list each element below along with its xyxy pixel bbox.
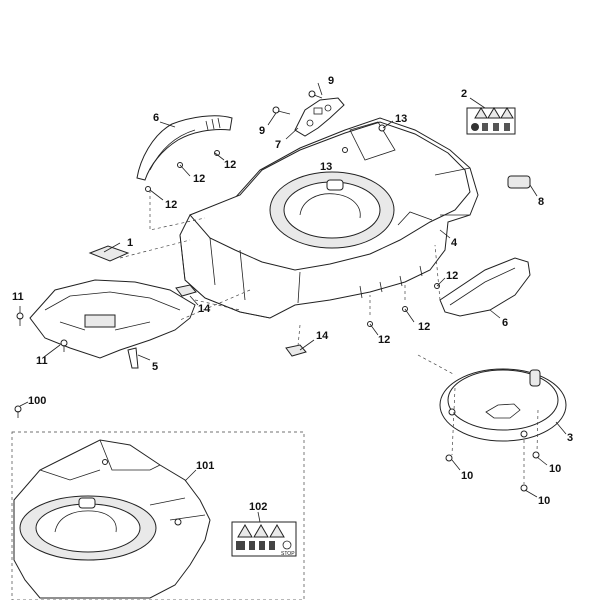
callout-100: 100 [28,395,46,407]
warning-decal-part-2 [466,107,516,135]
callout-11-top: 11 [12,291,24,303]
callout-numbers: 6 12 12 12 9 9 7 13 13 2 8 4 1 12 12 12 … [12,75,573,513]
callout-4: 4 [451,237,458,249]
screws-part-10 [445,451,540,492]
clip-part-14-right [285,344,307,357]
stop-label: STOP [281,551,295,557]
callout-12-right-top: 12 [446,270,458,282]
callout-14-right: 14 [316,330,329,342]
callout-102: 102 [249,501,267,513]
handle-cover-part-6-right [439,257,531,317]
callout-12-right-low: 12 [378,334,390,346]
grommet-part-8 [507,175,531,189]
screws-part-11 [16,312,68,352]
warning-decal-part-102: STOP [231,521,297,557]
callout-12-top-left: 12 [165,199,177,211]
callout-5: 5 [152,361,158,373]
callout-9-top: 9 [328,75,334,87]
callout-10-left: 10 [461,470,473,482]
callout-13-deck: 13 [320,161,332,173]
callout-12-top-mid: 12 [193,173,205,185]
mower-deck-part-4 [179,117,479,319]
callout-101: 101 [196,460,214,472]
callout-2: 2 [461,88,467,100]
callout-7: 7 [275,139,281,151]
clip-part-14-left [175,284,197,297]
callout-14-left: 14 [198,303,211,315]
callout-9-left: 9 [259,125,265,137]
assembly-lines [119,190,539,484]
callout-8: 8 [538,196,544,208]
callout-6-right: 6 [502,317,508,329]
lower-cover-part-5 [29,279,196,369]
callout-11-bottom: 11 [36,355,48,367]
callout-10-right: 10 [549,463,561,475]
screw-part-100 [14,405,22,418]
callout-6-left: 6 [153,112,159,124]
screw-part-9-top [308,90,323,99]
screw-part-9-left [272,106,291,115]
bracket-part-7 [294,97,345,137]
plate-part-1 [88,245,130,262]
callout-1: 1 [127,237,133,249]
callout-12-top-right: 12 [224,159,236,171]
baffle-plate-part-3 [439,368,567,442]
callout-13-top: 13 [395,113,407,125]
mower-deck-part-101 [13,439,211,599]
callout-12-right-mid: 12 [418,321,430,333]
leader-lines [19,82,567,498]
inset-box: STOP [11,431,305,600]
callout-10-bottom: 10 [538,495,550,507]
callout-3: 3 [567,432,573,444]
handle-cover-part-6-left [136,115,233,181]
